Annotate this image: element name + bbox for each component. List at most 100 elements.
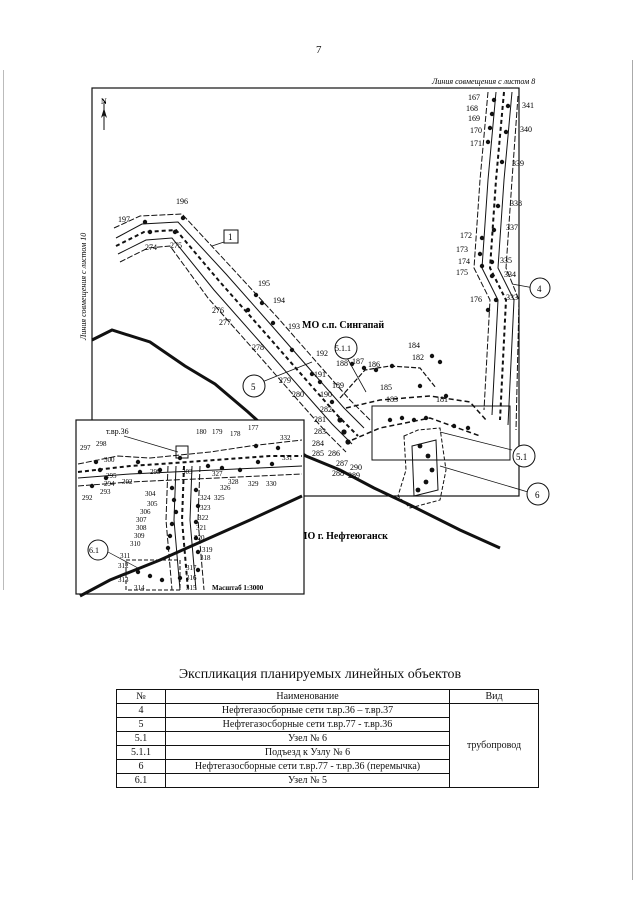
svg-text:311: 311 <box>120 552 131 560</box>
callout-6: 6 <box>439 465 550 506</box>
svg-text:284: 284 <box>312 439 324 448</box>
svg-text:308: 308 <box>136 524 147 532</box>
svg-text:305: 305 <box>147 500 158 508</box>
svg-text:181: 181 <box>436 395 448 404</box>
row-type: трубопровод <box>449 703 539 788</box>
row-number: 5.1.1 <box>116 745 166 760</box>
map-canvas: Линия совмещения с листом 8 Линия совмещ… <box>75 77 551 598</box>
svg-text:299: 299 <box>150 468 161 476</box>
svg-text:337: 337 <box>506 223 518 232</box>
svg-text:182: 182 <box>412 353 424 362</box>
svg-text:197: 197 <box>118 215 130 224</box>
svg-text:338: 338 <box>510 199 522 208</box>
svg-text:323: 323 <box>200 504 211 512</box>
callout-5-1: 5.1 <box>439 431 536 468</box>
svg-text:174: 174 <box>458 257 470 266</box>
svg-text:328: 328 <box>228 478 239 486</box>
row-number: 5 <box>116 717 166 732</box>
inset-extent <box>371 405 511 461</box>
match-line-top-label: Линия совмещения с листом 8 <box>431 77 535 86</box>
svg-text:188: 188 <box>336 359 348 368</box>
svg-text:330: 330 <box>266 480 277 488</box>
svg-text:6: 6 <box>535 490 540 500</box>
svg-text:295: 295 <box>106 472 117 480</box>
match-line-left-label: Линия совмещения с листом 10 <box>79 233 88 341</box>
row-number: 4 <box>116 703 166 718</box>
row-name: Нефтегазосборные сети т.вр.77 - т.вр.36 <box>165 717 450 732</box>
svg-text:193: 193 <box>288 322 300 331</box>
page-number: 7 <box>316 44 322 56</box>
svg-text:179: 179 <box>212 428 223 436</box>
row-number: 6.1 <box>116 773 166 788</box>
inset-map: т.вр.36 Масштаб 1:3000 6.1 297 298 300 2… <box>75 419 305 598</box>
svg-text:189: 189 <box>332 381 344 390</box>
svg-text:304: 304 <box>145 490 156 498</box>
row-name: Узел № 5 <box>165 773 450 788</box>
svg-text:310: 310 <box>130 540 141 548</box>
svg-text:294: 294 <box>104 480 115 488</box>
pipeline-4 <box>473 91 520 431</box>
svg-text:339: 339 <box>512 159 524 168</box>
svg-text:324: 324 <box>200 494 211 502</box>
svg-text:275: 275 <box>170 241 182 250</box>
svg-text:283: 283 <box>314 427 326 436</box>
svg-text:327: 327 <box>212 470 223 478</box>
row-name: Нефтегазосборные сети т.вр.77 - т.вр.36 … <box>165 759 450 774</box>
svg-text:274: 274 <box>145 243 157 252</box>
svg-text:196: 196 <box>176 197 188 206</box>
svg-text:190: 190 <box>320 390 332 399</box>
svg-text:286: 286 <box>328 449 340 458</box>
svg-text:317: 317 <box>186 564 197 572</box>
svg-text:277: 277 <box>219 318 231 327</box>
row-name: Подъезд к Узлу № 6 <box>165 745 450 760</box>
svg-text:280: 280 <box>292 390 304 399</box>
svg-text:194: 194 <box>273 296 285 305</box>
svg-text:5.1.1: 5.1.1 <box>335 344 351 353</box>
svg-text:т.вр.36: т.вр.36 <box>106 427 129 436</box>
station-points <box>142 97 511 493</box>
header-type: Вид <box>449 689 539 704</box>
svg-text:297: 297 <box>80 444 91 452</box>
svg-text:332: 332 <box>280 434 291 442</box>
row-name: Нефтегазосборные сети т.вр.36 – т.вр.37 <box>165 703 450 718</box>
svg-text:314: 314 <box>134 584 145 592</box>
svg-text:186: 186 <box>368 360 380 369</box>
svg-text:329: 329 <box>248 480 259 488</box>
svg-text:288: 288 <box>332 469 344 478</box>
svg-text:341: 341 <box>522 101 534 110</box>
svg-text:316: 316 <box>186 574 197 582</box>
svg-text:183: 183 <box>386 395 398 404</box>
svg-text:5.1: 5.1 <box>516 452 527 462</box>
svg-text:191: 191 <box>314 370 326 379</box>
explication-title: Экспликация планируемых линейных объекто… <box>178 667 462 682</box>
svg-text:N: N <box>101 97 107 106</box>
svg-text:298: 298 <box>96 440 107 448</box>
svg-text:177: 177 <box>248 424 259 432</box>
svg-text:180: 180 <box>196 428 207 436</box>
svg-text:340: 340 <box>520 125 532 134</box>
svg-text:293: 293 <box>100 488 111 496</box>
svg-text:279: 279 <box>279 376 291 385</box>
area-label-nefteyugansk: МО г. Нефтеюганск <box>298 531 388 542</box>
callout-5: 5 <box>242 361 313 398</box>
svg-text:281: 281 <box>314 415 326 424</box>
svg-text:171: 171 <box>470 139 482 148</box>
svg-text:335: 335 <box>500 256 512 265</box>
svg-text:325: 325 <box>214 494 225 502</box>
map-sheet: Линия совмещения с листом 8 Линия совмещ… <box>75 77 551 598</box>
node-6-area <box>397 427 447 509</box>
north-arrow-icon: N <box>101 97 107 130</box>
svg-text:303: 303 <box>182 468 193 476</box>
svg-text:292: 292 <box>82 494 93 502</box>
svg-text:185: 185 <box>380 383 392 392</box>
scan-edge-right <box>632 60 633 880</box>
table-row: 4 Нефтегазосборные сети т.вр.36 – т.вр.3… <box>116 703 539 788</box>
svg-text:307: 307 <box>136 516 147 524</box>
svg-text:322: 322 <box>198 514 209 522</box>
svg-text:306: 306 <box>140 508 151 516</box>
point-labels: 196 197 274 275 276 277 278 279 280 195 … <box>118 93 534 480</box>
svg-text:333: 333 <box>506 293 518 302</box>
svg-text:172: 172 <box>460 231 472 240</box>
svg-text:287: 287 <box>336 459 348 468</box>
svg-text:170: 170 <box>470 126 482 135</box>
